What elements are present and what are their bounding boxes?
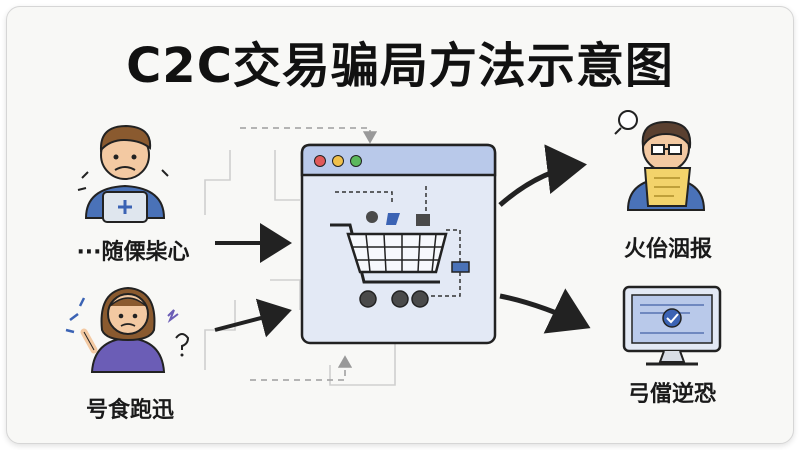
stressed-woman-icon: [65, 286, 190, 373]
arrow-right-bottom: [499, 288, 591, 334]
diagram-title: C2C交易骗局方法示意图: [126, 38, 674, 94]
label-left-bottom: 号食跑迅: [85, 398, 174, 423]
worried-man-icon: [77, 124, 169, 223]
arrow-left-bottom: [214, 298, 292, 338]
label-right-top: 火佁洇报: [623, 237, 712, 262]
dashed-bottom-arrow: [250, 355, 353, 381]
shopping-cart-window-icon: [300, 143, 497, 345]
label-right-bottom: 弓儅逆恐: [627, 382, 716, 407]
man-reading-icon: [614, 110, 706, 211]
monitor-check-icon: [622, 285, 722, 366]
label-left-top: ···随傈枈心: [76, 240, 190, 265]
dashed-top-arrow: [240, 127, 378, 144]
arrow-right-top: [498, 144, 587, 207]
